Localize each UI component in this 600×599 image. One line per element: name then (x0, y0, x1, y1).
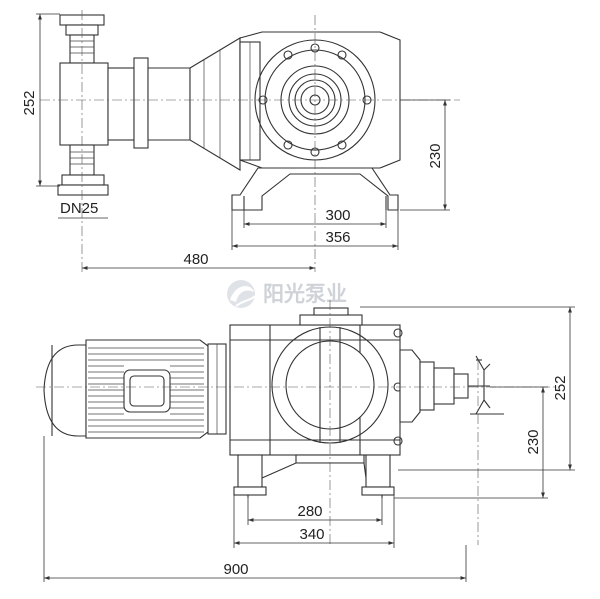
gearbox (229, 307, 403, 464)
top-label-dn25: DN25 (60, 200, 98, 217)
watermark: 阳光泵业 (227, 280, 347, 308)
top-dim-356: 356 (325, 229, 350, 246)
bottom-dim-900: 900 (223, 561, 248, 578)
motor (43, 339, 227, 439)
bottom-base (233, 454, 395, 498)
valve-assembly (57, 14, 109, 196)
bottom-view: 252 230 280 340 900 (36, 300, 575, 582)
top-dim-300: 300 (325, 207, 350, 224)
bottom-dim-230: 230 (525, 429, 542, 454)
top-dim-480: 480 (183, 251, 208, 268)
swirl-globe-icon (227, 280, 256, 308)
bottom-dim-340: 340 (299, 526, 324, 543)
top-view: 252 DN25 230 300 356 480 (21, 10, 460, 272)
top-dim-230: 230 (427, 143, 444, 168)
bottom-dim-280: 280 (297, 503, 322, 520)
mounting-base (231, 167, 399, 211)
bottom-dim-252: 252 (552, 375, 569, 400)
watermark-text: 阳光泵业 (263, 282, 347, 306)
top-dim-252: 252 (21, 90, 38, 115)
stroke-adjuster (399, 349, 504, 423)
